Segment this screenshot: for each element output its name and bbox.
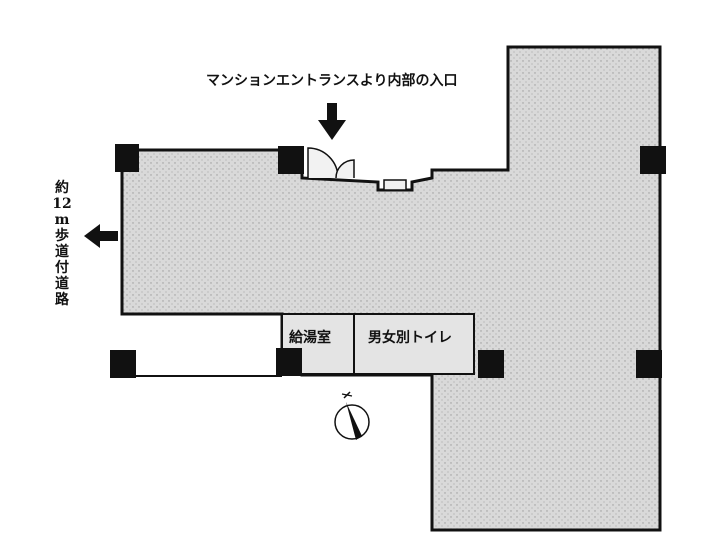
arrow-left-icon <box>84 224 118 248</box>
road-label-char: 12 <box>52 196 72 212</box>
road-label-char: m <box>54 212 70 228</box>
restroom-label: 男女別トイレ <box>368 330 452 346</box>
restroom-room <box>353 313 475 375</box>
road-label-char: 道 <box>55 244 69 260</box>
road-label-char: 歩 <box>55 228 69 244</box>
floor-area <box>120 45 662 532</box>
pillar <box>478 350 504 378</box>
threshold <box>383 179 407 191</box>
road-label: 約 12 m 歩 道 付 道 路 <box>50 180 74 308</box>
pillar <box>640 146 666 174</box>
entrance-label: マンションエントランスより内部の入口 <box>206 73 458 89</box>
road-label-char: 道 <box>55 276 69 292</box>
pillar <box>110 350 136 378</box>
pillar <box>115 144 139 172</box>
compass-north-icon <box>334 391 370 440</box>
road-label-char: 付 <box>55 260 69 276</box>
road-label-char: 路 <box>55 292 69 308</box>
kitchenette-label: 給湯室 <box>289 330 331 346</box>
pillar <box>636 350 662 378</box>
pillar <box>278 146 304 174</box>
entrance-door <box>307 147 339 179</box>
pillar <box>276 348 302 376</box>
entrance-door-2 <box>335 159 355 179</box>
road-label-char: 約 <box>55 180 69 196</box>
arrow-down-icon <box>318 103 346 140</box>
